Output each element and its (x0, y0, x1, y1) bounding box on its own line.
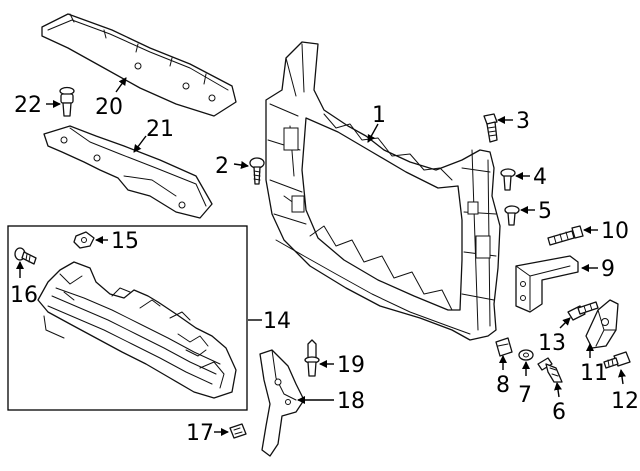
svg-text:1: 1 (372, 103, 386, 128)
svg-text:17: 17 (186, 421, 214, 446)
callout-19: 19 (319, 353, 365, 378)
svg-text:13: 13 (538, 331, 566, 356)
callout-14: 14 (248, 309, 291, 334)
callout-3: 3 (497, 109, 530, 134)
radiator-support (265, 41, 501, 341)
screw (249, 157, 265, 185)
assembly-box (7, 225, 248, 411)
svg-text:12: 12 (611, 389, 639, 414)
svg-text:19: 19 (337, 353, 365, 378)
callout-13: 13 (538, 317, 571, 356)
callout-12: 12 (611, 369, 639, 414)
air-guide-assembly (37, 261, 237, 399)
callout-2: 2 (215, 154, 249, 179)
callout-22: 22 (14, 93, 61, 118)
callout-11: 11 (580, 343, 608, 386)
svg-text:15: 15 (111, 229, 139, 254)
callout-1: 1 (367, 103, 386, 143)
svg-text:5: 5 (538, 199, 552, 224)
callout-17: 17 (186, 421, 229, 446)
callout-5: 5 (520, 199, 552, 224)
svg-text:18: 18 (337, 389, 365, 414)
callout-6: 6 (552, 382, 566, 425)
svg-text:7: 7 (518, 383, 532, 408)
callout-20: 20 (95, 77, 127, 120)
svg-text:9: 9 (601, 257, 615, 282)
bolt-17 (229, 423, 247, 439)
svg-text:16: 16 (10, 283, 38, 308)
svg-text:4: 4 (533, 165, 547, 190)
bolt-12 (603, 351, 631, 369)
bolt-6 (537, 357, 563, 383)
svg-text:2: 2 (215, 154, 229, 179)
svg-text:3: 3 (516, 109, 530, 134)
svg-text:14: 14 (263, 309, 291, 334)
svg-text:22: 22 (14, 93, 42, 118)
svg-text:11: 11 (580, 361, 608, 386)
bolt-10 (547, 225, 584, 246)
svg-text:10: 10 (601, 219, 629, 244)
callout-21: 21 (133, 117, 174, 153)
bracket-18 (259, 349, 305, 457)
callout-7: 7 (518, 361, 532, 408)
mounting-bracket-9 (515, 255, 579, 313)
bolt-3 (483, 113, 498, 143)
callout-16: 16 (10, 261, 38, 308)
bolt-13 (567, 301, 599, 321)
callout-15: 15 (95, 229, 139, 254)
svg-text:8: 8 (496, 373, 510, 398)
svg-text:20: 20 (95, 95, 123, 120)
clip-8 (495, 337, 513, 357)
callout-4: 4 (515, 165, 547, 190)
callout-9: 9 (581, 257, 615, 282)
mounting-bracket-11 (585, 299, 619, 349)
clip-15 (73, 231, 95, 249)
callout-10: 10 (583, 219, 629, 244)
air-deflector (43, 125, 213, 219)
pin-19 (304, 339, 320, 377)
upper-tie-bar-cover (41, 13, 237, 117)
callout-8: 8 (496, 355, 510, 398)
push-pin-clip (59, 86, 75, 117)
svg-text:21: 21 (146, 117, 174, 142)
svg-text:6: 6 (552, 400, 566, 425)
callout-18: 18 (297, 389, 365, 414)
screw-16 (14, 247, 37, 265)
pin-4 (500, 168, 516, 191)
pin-5 (504, 205, 520, 226)
washer-7 (518, 349, 534, 361)
